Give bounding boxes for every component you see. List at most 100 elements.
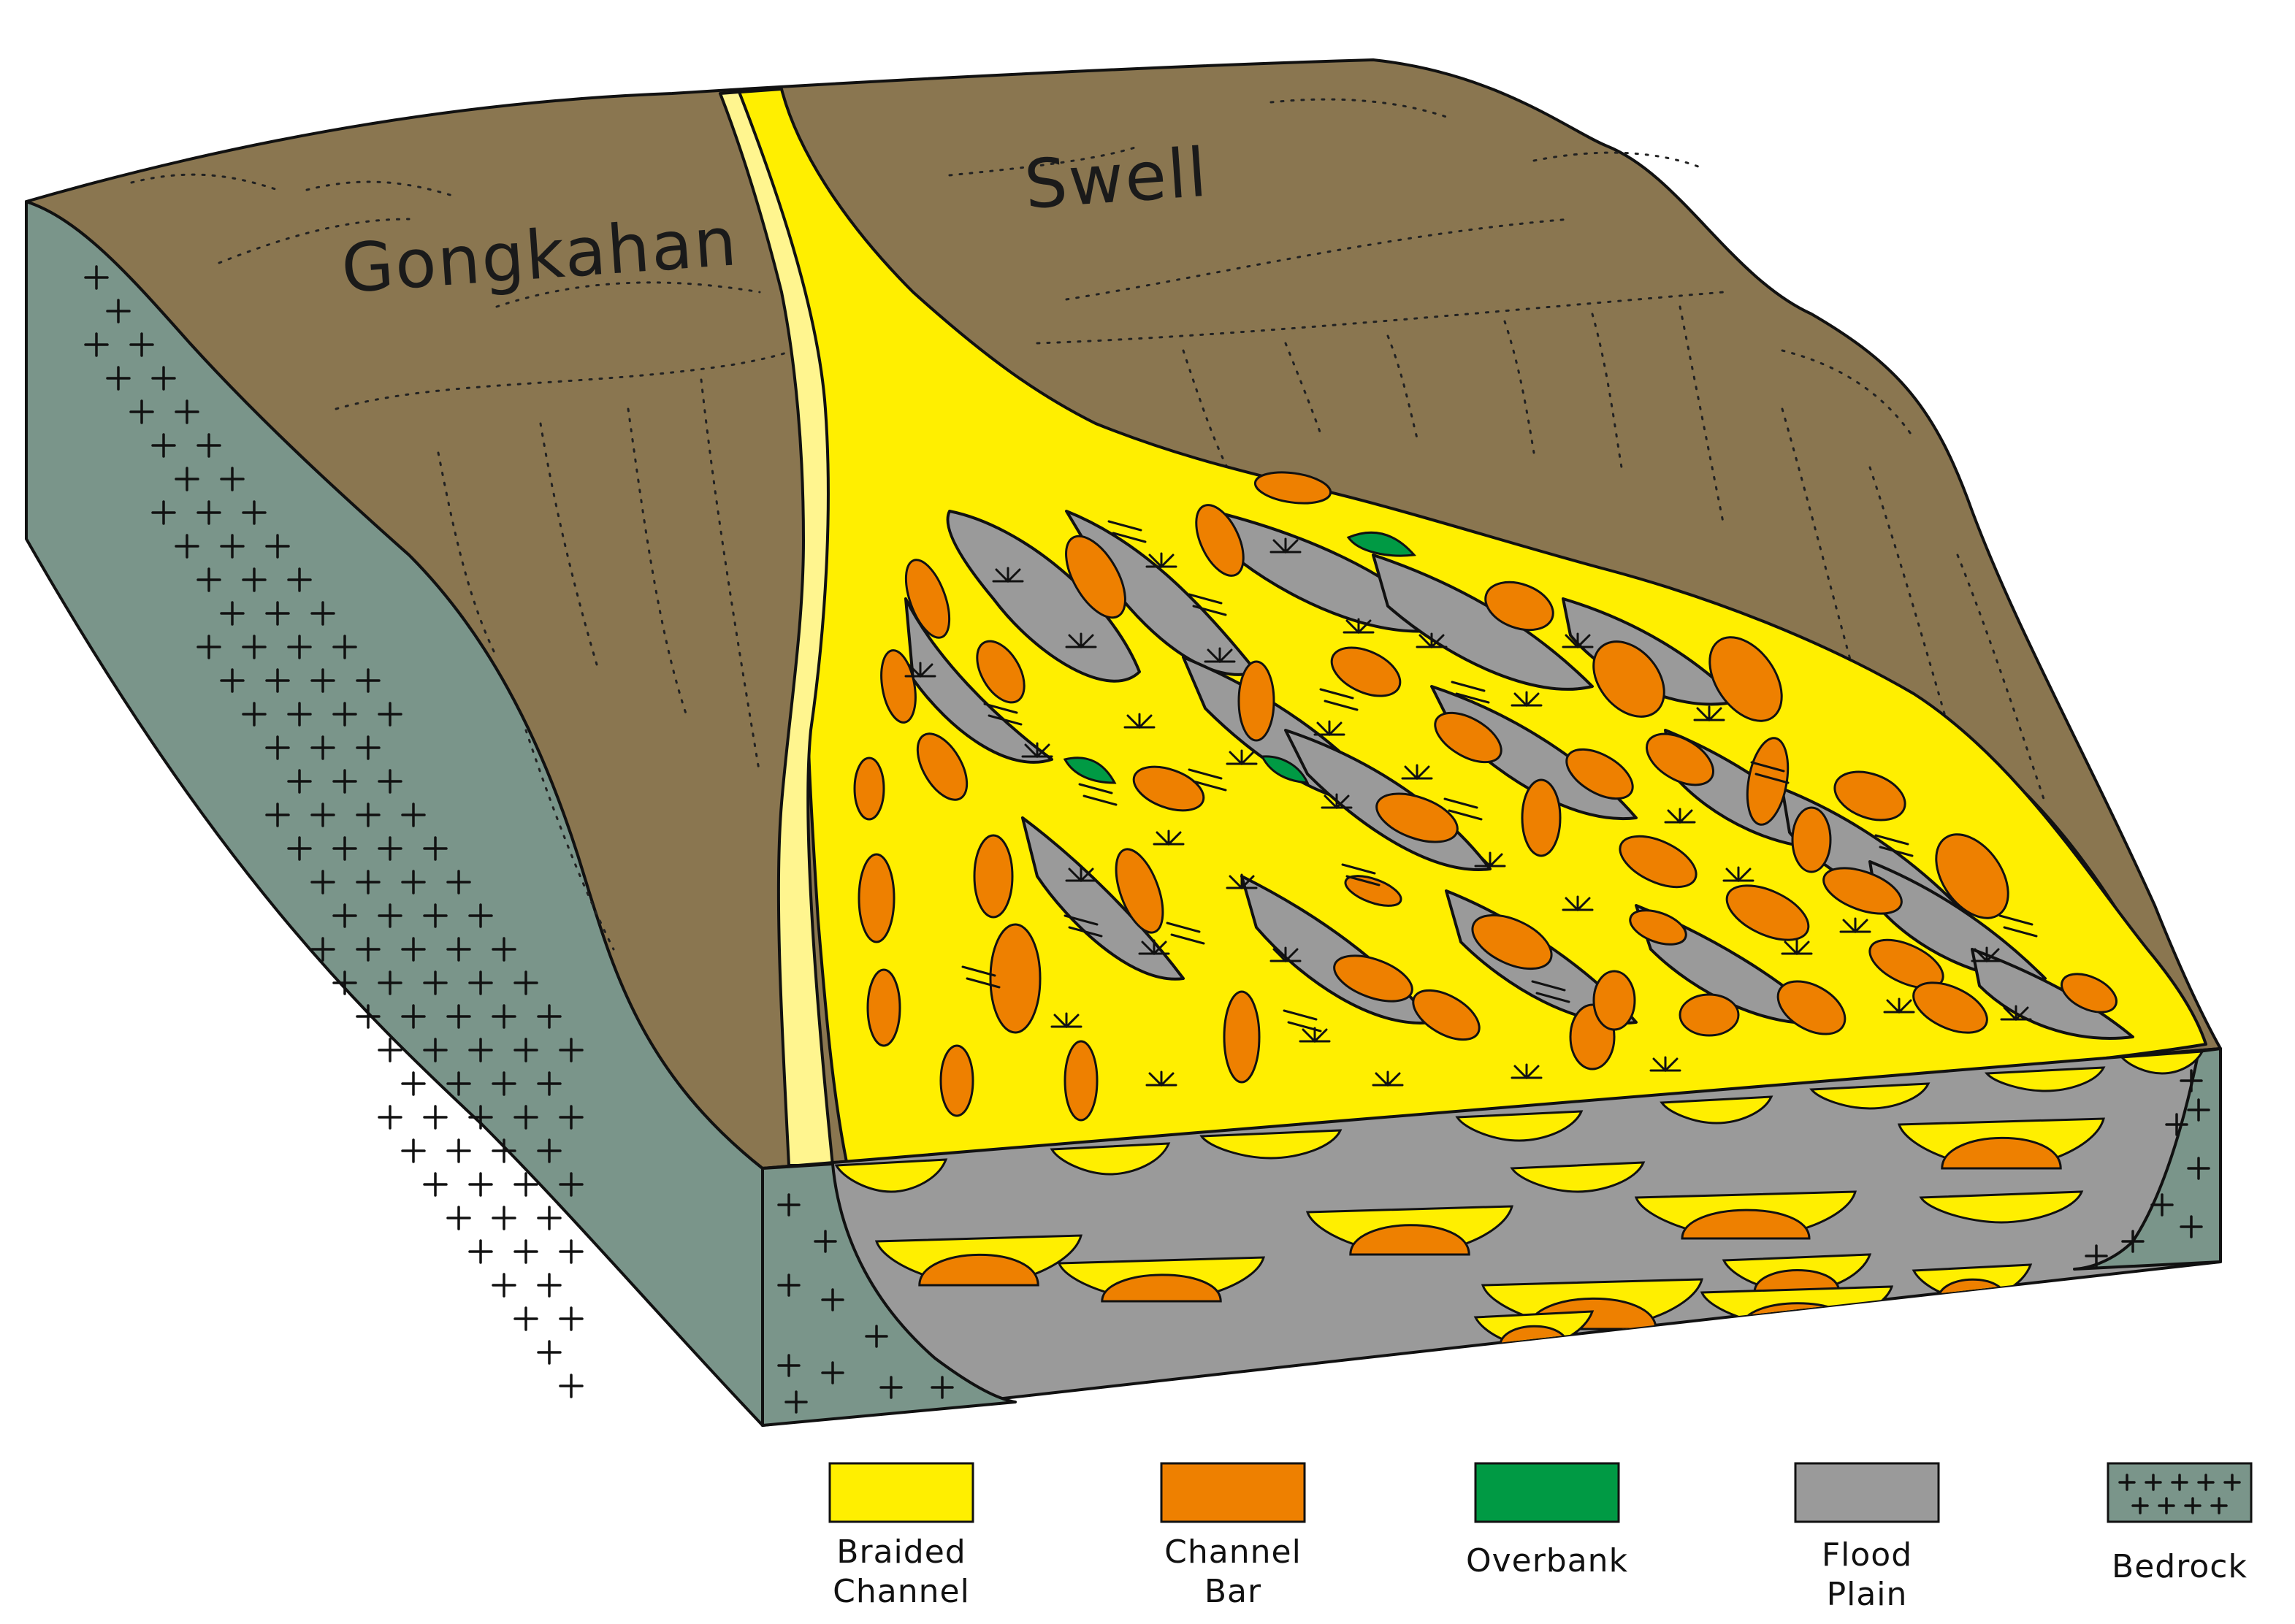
grass-symbol <box>1313 720 1345 737</box>
legend-item-channel-bar: Channel Bar <box>1160 1462 1306 1610</box>
grass-dash <box>1874 834 1914 857</box>
bedrock-cross <box>401 1138 426 1163</box>
bedrock-cross <box>513 1038 538 1062</box>
grass-dash <box>1451 681 1490 704</box>
grass-dash <box>1341 863 1381 886</box>
grass-dash <box>1319 688 1359 711</box>
bedrock-cross <box>513 1105 538 1130</box>
grass-dash <box>1107 520 1147 543</box>
grass-symbol <box>1145 552 1177 569</box>
bedrock-cross <box>2180 1215 2203 1238</box>
bedrock-cross <box>2180 1069 2203 1092</box>
grass-symbol <box>1226 873 1258 890</box>
bedrock-cross <box>423 1172 448 1197</box>
bedrock-cross <box>196 567 221 592</box>
bedrock-cross <box>492 1206 516 1230</box>
bedrock-cross <box>129 399 154 424</box>
bedrock-cross <box>513 1239 538 1264</box>
legend-label-flood-plain-2: Plain <box>1827 1576 1908 1613</box>
bedrock-cross <box>446 1206 471 1230</box>
channel-bar-core <box>1753 1269 1841 1294</box>
bedrock-cross <box>777 1193 801 1217</box>
channel-bar-core <box>918 1253 1039 1287</box>
bedrock-cross <box>401 803 426 827</box>
bedrock-right-wedge <box>2073 1047 2222 1271</box>
bedrock-cross <box>151 500 176 525</box>
grass-symbol <box>1722 866 1754 883</box>
channel-bar-core <box>1101 1273 1222 1303</box>
bedrock-cross <box>777 1273 801 1297</box>
bedrock-cross <box>2187 1157 2210 1180</box>
bedrock-cross <box>84 265 109 290</box>
legend-bedrock-cross <box>2197 1474 2215 1491</box>
channel-bar-core <box>1941 1136 2062 1170</box>
grass-symbol <box>1883 997 1915 1014</box>
bedrock-cross <box>537 1004 562 1029</box>
bedrock-cross <box>537 1340 562 1365</box>
bedrock-cross <box>777 1354 801 1377</box>
bedrock-cross <box>265 735 290 760</box>
bedrock-cross <box>265 803 290 827</box>
bedrock-cross <box>287 567 312 592</box>
grass-symbol <box>1693 705 1725 722</box>
bedrock-cross <box>378 702 402 727</box>
vegetation-symbols <box>904 520 2038 1087</box>
bedrock-cross <box>559 1306 584 1331</box>
bedrock-cross <box>468 1239 493 1264</box>
bedrock-cross <box>468 1038 493 1062</box>
legend-item-bedrock: Bedrock <box>2107 1462 2253 1585</box>
bedrock-cross <box>814 1230 837 1253</box>
channel-fill-lens <box>1050 1142 1171 1176</box>
bedrock-cross <box>196 433 221 458</box>
bedrock-cross <box>537 1138 562 1163</box>
bedrock-cross <box>242 500 267 525</box>
legend-bedrock-cross <box>2210 1497 2228 1514</box>
bedrock-cross <box>2187 1098 2210 1122</box>
bedrock-cross <box>492 1138 516 1163</box>
grass-symbol <box>1138 939 1170 956</box>
bedrock-cross <box>106 366 131 391</box>
bedrock-cross <box>378 903 402 928</box>
bedrock-cross <box>559 1374 584 1398</box>
bedrock-cross <box>310 870 335 895</box>
bedrock-cross <box>446 870 471 895</box>
grass-symbol <box>1021 742 1053 759</box>
bedrock-cross <box>175 399 199 424</box>
bedrock-cross <box>423 903 448 928</box>
bedrock-cross <box>559 1239 584 1264</box>
bedrock-left-wedge <box>761 1163 1017 1427</box>
bedrock-cross <box>265 668 290 693</box>
bedrock-cross <box>2165 1113 2188 1136</box>
legend-swatch-braided-channel <box>828 1462 974 1523</box>
bedrock-cross <box>378 970 402 995</box>
bedrock-cross <box>265 601 290 626</box>
bedrock-cross <box>2150 1193 2174 1217</box>
bedrock-cross <box>537 1273 562 1298</box>
bedrock-cross <box>879 1376 903 1399</box>
bedrock-cross <box>784 1390 808 1414</box>
grass-symbol <box>1971 946 2003 963</box>
grass-symbol <box>1269 537 1302 554</box>
bedrock-cross <box>332 970 357 995</box>
bedrock-cross <box>492 1071 516 1096</box>
bedrock-cross <box>196 500 221 525</box>
bedrock-cross <box>356 870 381 895</box>
channel-bars-surface <box>853 471 2118 1122</box>
bedrock-cross <box>242 635 267 659</box>
bedrock-cross <box>423 1038 448 1062</box>
grass-symbol <box>1204 647 1236 664</box>
legend-bedrock-cross <box>2118 1474 2136 1491</box>
grass-dash <box>1188 768 1227 792</box>
bedrock-cross <box>492 937 516 962</box>
bedrock-cross <box>356 1004 381 1029</box>
grass-symbol <box>1562 632 1594 649</box>
bedrock-cross <box>84 332 109 357</box>
legend: Braided Channel Channel Bar Overbank Flo… <box>828 1462 2253 1613</box>
bedrock-cross <box>175 467 199 491</box>
bedrock-cross <box>356 668 381 693</box>
bedrock-cross <box>492 1273 516 1298</box>
legend-bedrock-cross <box>2171 1474 2188 1491</box>
grass-symbol <box>904 662 936 678</box>
bedrock-cross <box>513 970 538 995</box>
bedrock-cross <box>287 836 312 861</box>
